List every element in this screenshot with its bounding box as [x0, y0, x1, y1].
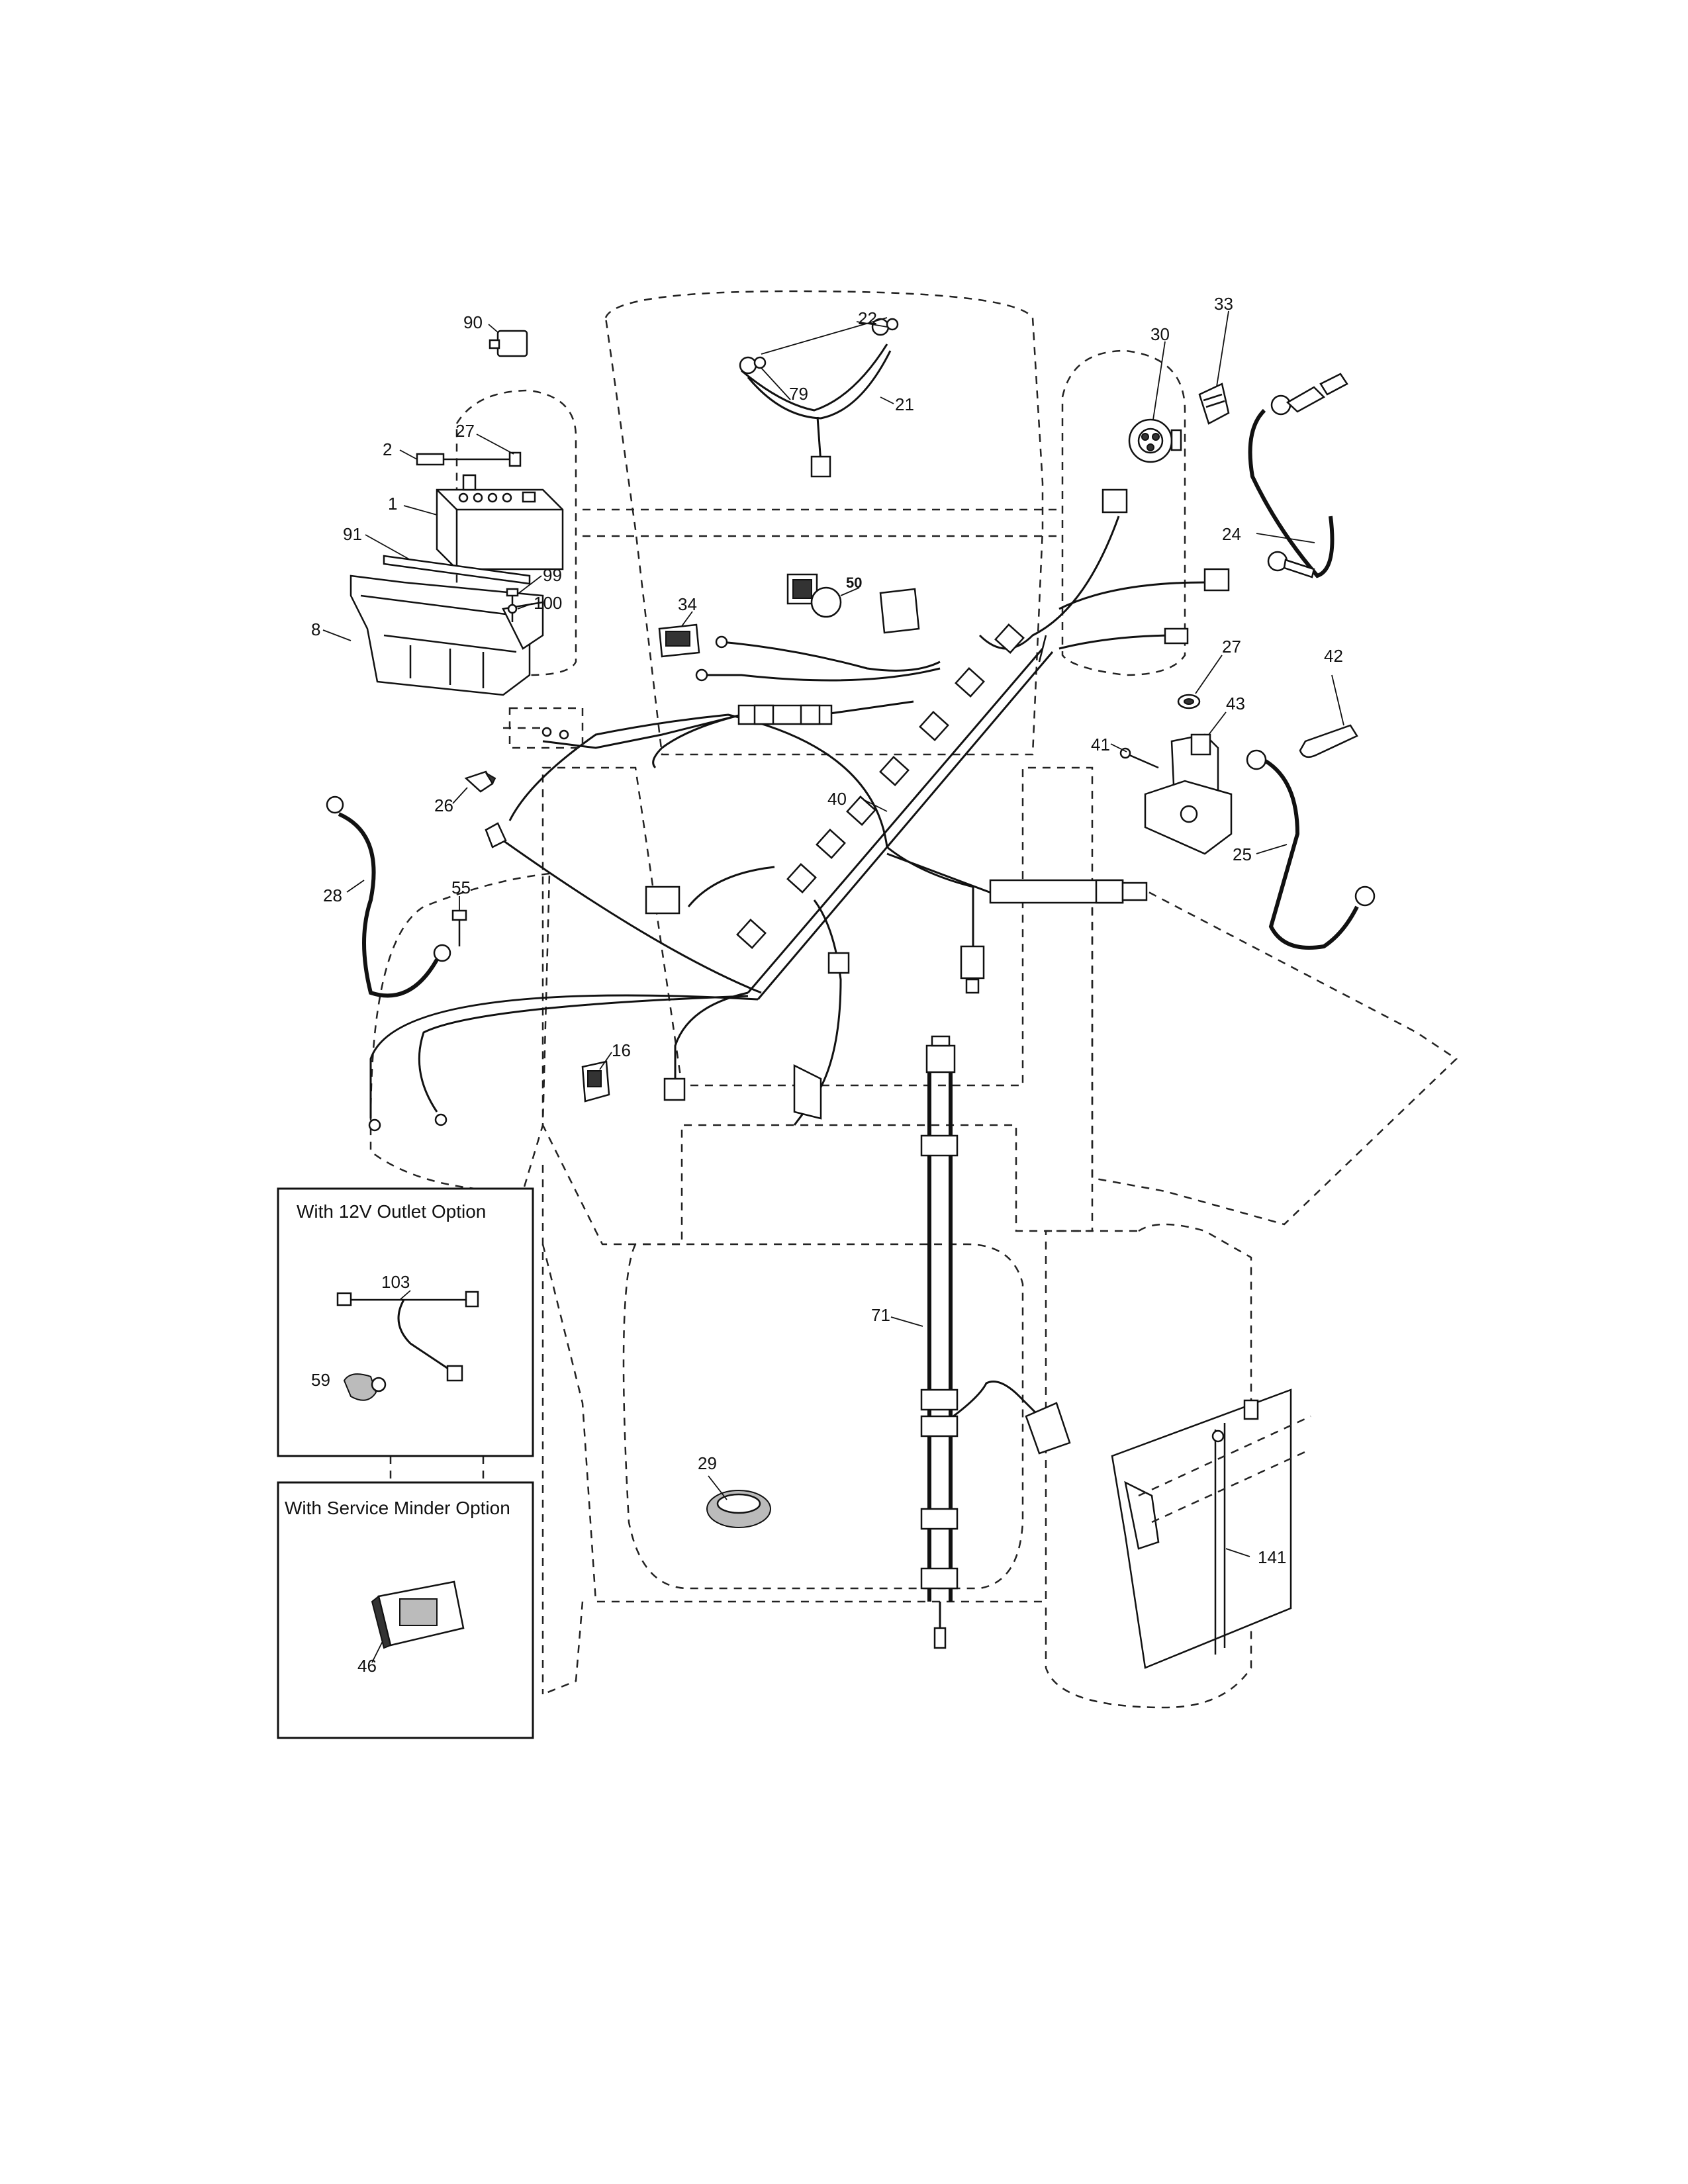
cable-24 [1248, 373, 1348, 578]
ignition-key [1198, 383, 1230, 425]
terminal-boot [1299, 724, 1358, 758]
outlet-option-box: With 12V Outlet Option [277, 1187, 534, 1457]
frame-outline [541, 766, 1094, 1246]
box-connector-dashes [389, 1456, 485, 1482]
part-26-clip [464, 770, 496, 793]
outlet-option-title: With 12V Outlet Option [297, 1201, 486, 1222]
callout-16: 16 [612, 1040, 631, 1060]
callout-42: 42 [1324, 646, 1343, 666]
callout-33: 33 [1214, 294, 1233, 314]
upper-connectors [1038, 488, 1230, 662]
leader-lines [322, 310, 1344, 1663]
bolt-55 [451, 909, 467, 946]
callout-labels: 90 27 2 1 91 99 100 8 22 79 21 30 33 24 … [311, 294, 1343, 1676]
callout-1: 1 [388, 494, 397, 514]
callout-103: 103 [381, 1272, 410, 1292]
service-minder-option-box: With Service Minder Option [277, 1481, 534, 1739]
callout-99: 99 [543, 565, 562, 585]
callout-27-nut: 27 [1222, 637, 1241, 657]
callout-100: 100 [534, 593, 562, 613]
callout-71: 71 [871, 1305, 890, 1325]
dash-crossbar [583, 508, 1059, 537]
part-16-relay [581, 1060, 610, 1103]
battery-bolt [416, 451, 522, 467]
part-50 [786, 573, 920, 634]
fender-left-outline [369, 872, 551, 1193]
wire-harness-40 [368, 516, 1205, 1132]
rear-frame-outline [541, 1230, 1139, 1696]
callout-50: 50 [846, 574, 862, 591]
callout-90: 90 [463, 312, 483, 332]
callout-43: 43 [1226, 694, 1245, 713]
battery [436, 474, 564, 570]
ignition-switch [1128, 418, 1182, 463]
part-90-switch [489, 330, 528, 357]
part-29-horn [706, 1490, 771, 1528]
callout-34: 34 [678, 594, 697, 614]
callout-25: 25 [1233, 844, 1252, 864]
cable-28 [326, 796, 451, 998]
callout-91: 91 [343, 524, 362, 544]
service-minder-option-title: With Service Minder Option [285, 1498, 510, 1518]
callout-2: 2 [383, 439, 392, 459]
solenoid-group [1119, 694, 1233, 855]
tractor-outline [369, 290, 1458, 1709]
right-bay-outline [1061, 349, 1186, 676]
fender-right-outline [1091, 886, 1458, 1226]
part-141-bracket [1111, 1388, 1311, 1669]
callout-40: 40 [827, 789, 847, 809]
callout-8: 8 [311, 619, 320, 639]
callout-46: 46 [357, 1656, 377, 1676]
headlight-assembly [739, 317, 899, 478]
callout-27-battery: 27 [455, 421, 475, 441]
harness-71 [920, 1035, 1071, 1649]
part-34-switch [658, 623, 700, 658]
battery-bay-outline [455, 389, 577, 676]
rear-right-outline [1045, 1223, 1252, 1709]
callout-28: 28 [323, 886, 342, 905]
callout-79: 79 [789, 384, 808, 404]
tray-bolts [506, 588, 519, 622]
callout-26: 26 [434, 796, 453, 815]
callout-29: 29 [698, 1453, 717, 1473]
callout-55: 55 [451, 878, 471, 897]
cable-25 [1246, 749, 1376, 950]
callout-141: 141 [1258, 1547, 1286, 1567]
callout-22: 22 [858, 308, 877, 328]
callout-21: 21 [895, 394, 914, 414]
callout-59: 59 [311, 1370, 330, 1390]
callout-24: 24 [1222, 524, 1241, 544]
battery-hold-down [383, 555, 531, 585]
hood-outline [604, 290, 1044, 756]
callout-41: 41 [1091, 735, 1110, 754]
seat-outline [622, 1243, 1024, 1590]
callout-30: 30 [1150, 324, 1170, 344]
